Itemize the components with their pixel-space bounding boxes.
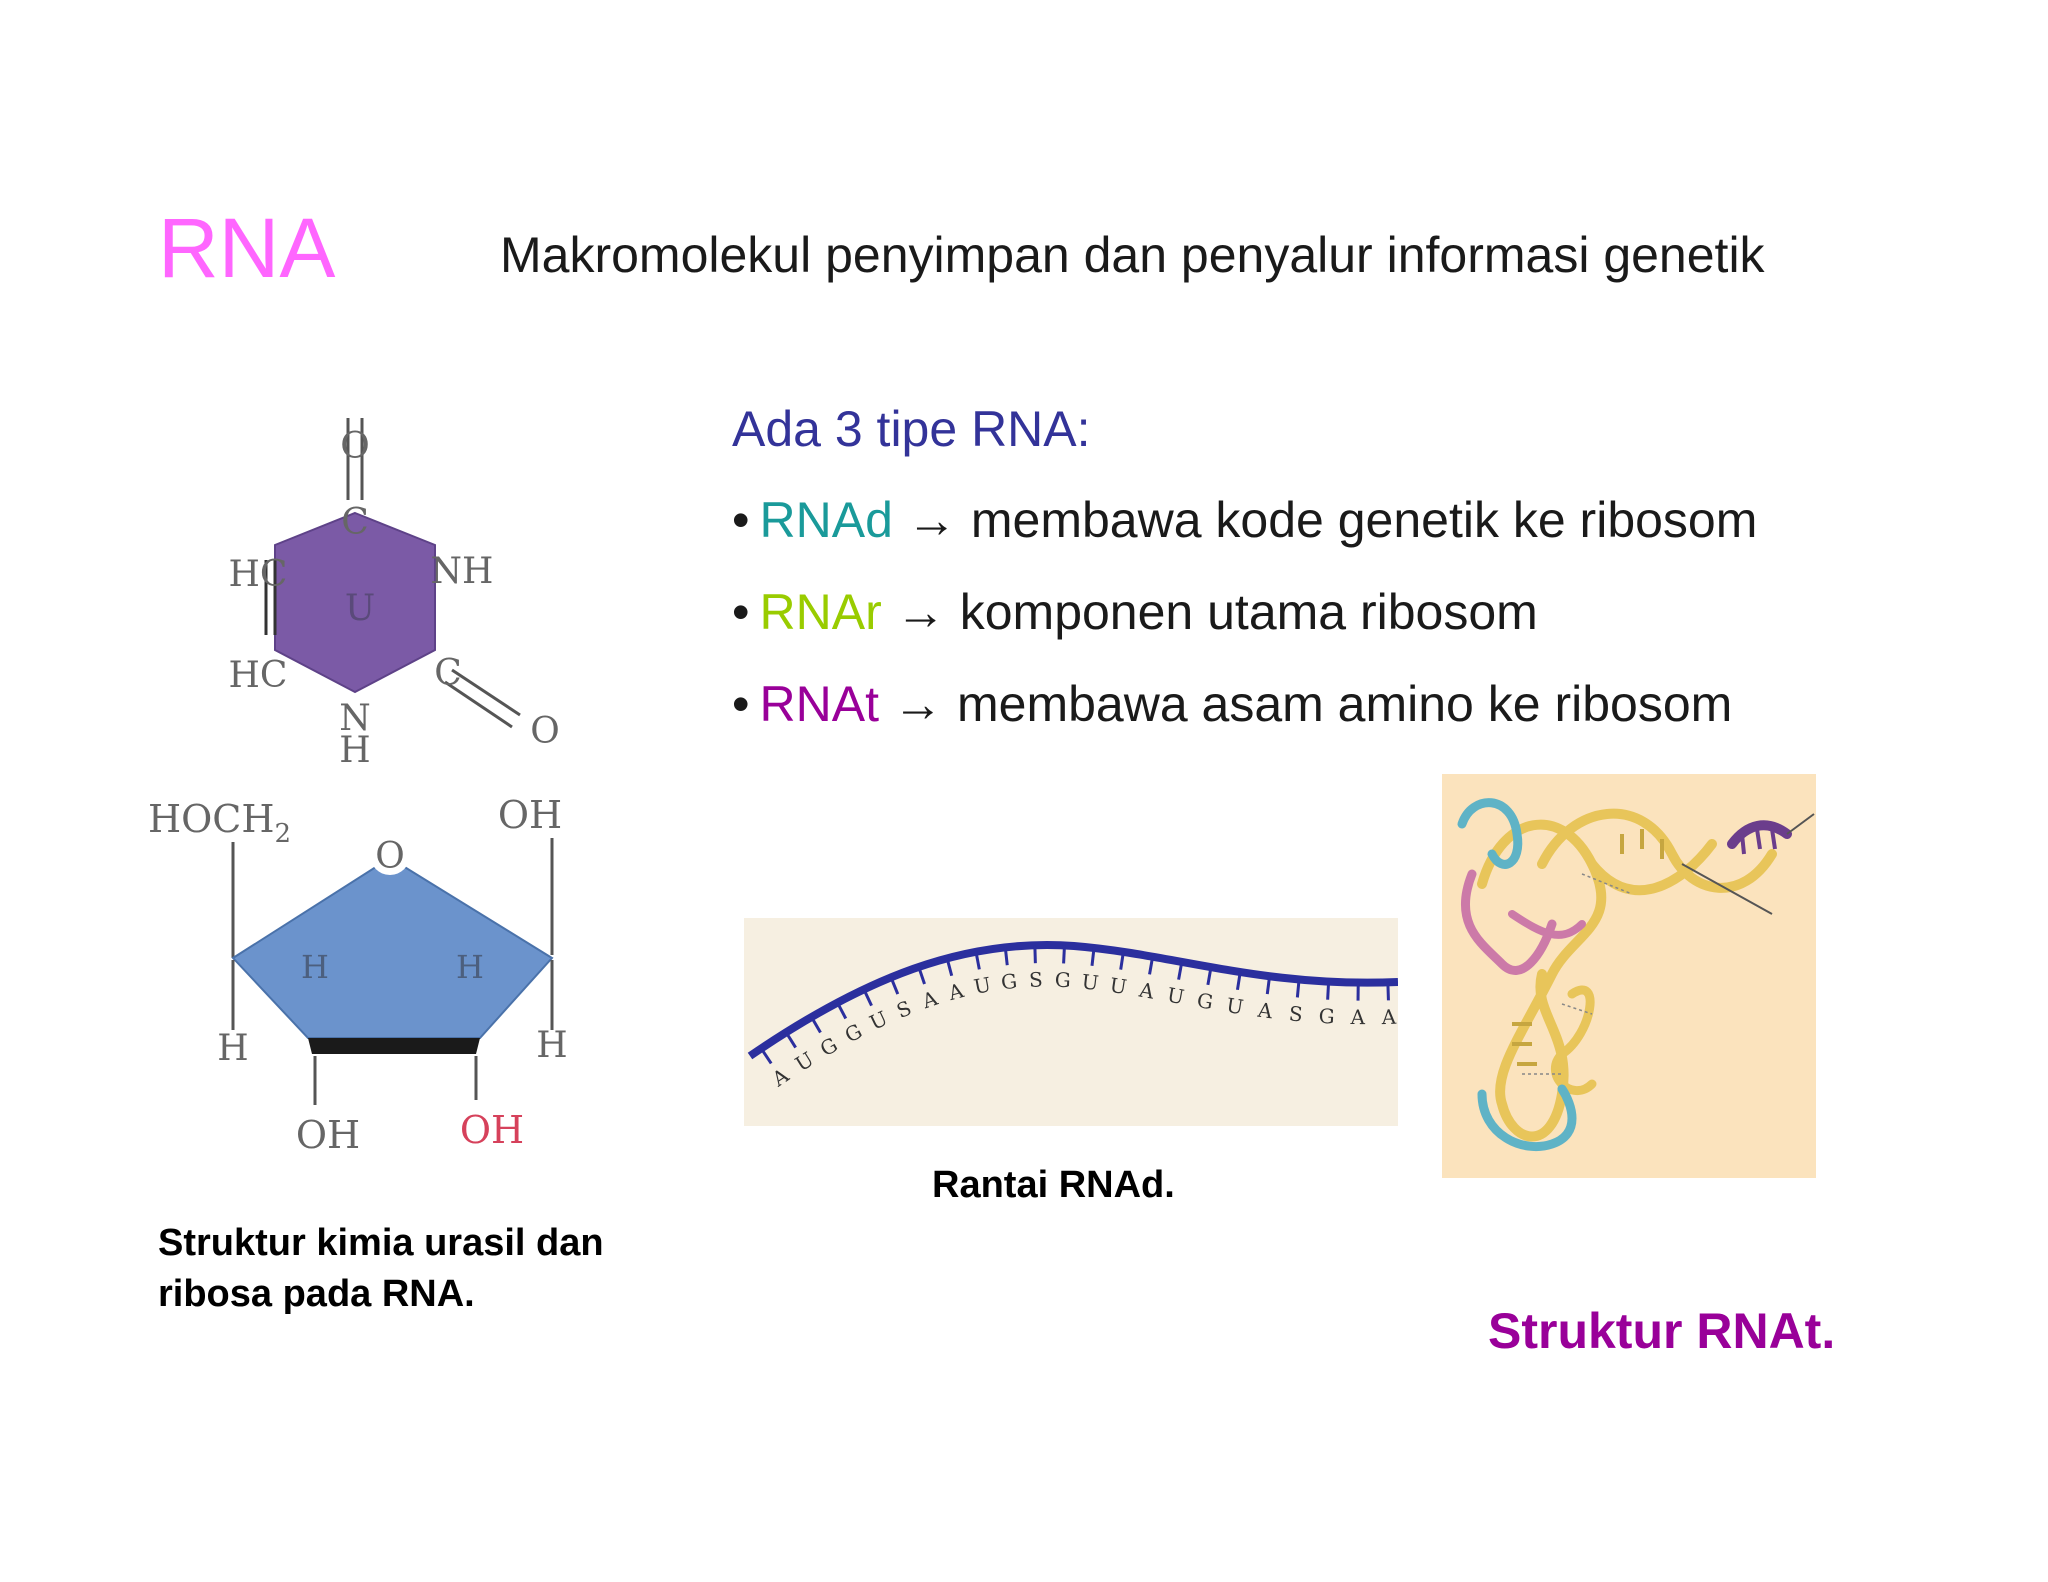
mrna-base-tick (974, 951, 981, 970)
bullet-dot: • (732, 584, 750, 640)
hoch2-label: HOCH2 (148, 797, 291, 849)
atom-n-bottom: N (339, 698, 371, 739)
rna-type-name: RNAr (759, 584, 882, 640)
mrna-base-tick (1295, 979, 1301, 998)
h-left: H (217, 1028, 248, 1069)
caption-mrna: Rantai RNAd. (932, 1164, 1175, 1206)
bullet-dot: • (732, 492, 750, 548)
mrna-base-tick (784, 1031, 797, 1049)
atom-hc-2: HC (229, 655, 288, 696)
mrna-base-tick (1206, 966, 1213, 986)
mrna-base-tick (1177, 961, 1184, 980)
atom-o-right: O (530, 711, 560, 752)
mrna-base-letter: G (1318, 1004, 1335, 1029)
mrna-base-tick (945, 957, 954, 977)
mrna-base-letter: S (1288, 1001, 1304, 1026)
mrna-base-tick (1090, 947, 1096, 966)
atom-h-bottom: H (339, 730, 370, 771)
oh-bottom-1: OH (296, 1113, 360, 1157)
mrna-base-tick (1119, 951, 1125, 970)
mrna-base-tick (810, 1016, 822, 1034)
mrna-base-letter: G (1054, 968, 1071, 993)
atom-hc-1: HC (229, 554, 288, 595)
trna-background (1442, 774, 1816, 1178)
rna-type-description: membawa kode genetik ke ribosom (970, 492, 1758, 548)
rna-type-description: membawa asam amino ke ribosom (956, 676, 1733, 732)
mrna-base-letter: U (1165, 983, 1186, 1010)
rna-type-item-rnad: •RNAd→membawa kode genetik ke ribosom (732, 493, 1757, 548)
mrna-base-letter: A (1380, 1005, 1397, 1029)
arrow-icon: → (895, 584, 946, 640)
mrna-base-letter: U (972, 972, 993, 999)
uracil-ribose-diagram: O C HC NH U HC C O N H HOCH2 OH O H H H … (148, 418, 568, 1157)
mrna-base-tick (1235, 971, 1242, 991)
mrna-base-tick (1062, 945, 1066, 964)
atom-c-top: C (341, 502, 369, 543)
mrna-base-letter: G (1000, 969, 1019, 995)
mrna-base-tick (889, 976, 900, 995)
mrna-base-tick (1265, 976, 1272, 995)
bullet-dot: • (732, 676, 750, 732)
atom-o-top: O (340, 426, 370, 467)
arrow-icon: → (892, 676, 943, 732)
slide-subtitle: Makromolekul penyimpan dan penyalur info… (500, 227, 1765, 283)
caption-uracil-ribose: Struktur kimia urasil dan ribosa pada RN… (158, 1222, 604, 1316)
mrna-base-tick (759, 1047, 773, 1065)
mrna-base-letter: U (1080, 969, 1099, 995)
oh-bottom-2: OH (460, 1108, 524, 1152)
ring-oxygen: O (375, 836, 405, 877)
mrna-background (744, 918, 1398, 1126)
mrna-base-tick (1148, 956, 1155, 975)
mrna-base-letter: A (945, 978, 967, 1005)
mrna-base-tick (917, 966, 926, 985)
ribose-ring (231, 856, 554, 1039)
mrna-base-tick (836, 1001, 848, 1020)
mrna-base-letter: A (1255, 997, 1274, 1023)
mrna-base-tick (1326, 981, 1331, 1000)
rna-type-name: RNAt (759, 676, 879, 732)
mrna-base-letter: U (1108, 973, 1128, 999)
rna-type-item-rnar: •RNAr→komponen utama ribosom (732, 585, 1538, 640)
uracil-ring (274, 511, 436, 694)
mrna-backbone (747, 941, 1398, 1060)
uracil-ring-label: U (345, 588, 375, 629)
rna-type-description: komponen utama ribosom (959, 584, 1538, 640)
slide-title: RNA (158, 201, 336, 295)
mrna-base-letter: A (1349, 1005, 1365, 1029)
rna-types-heading: Ada 3 tipe RNA: (732, 401, 1091, 457)
arrow-icon: → (906, 492, 957, 548)
trna-structure-illustration (1442, 774, 1816, 1178)
rna-type-item-rnat: •RNAt→membawa asam amino ke ribosom (732, 677, 1732, 732)
rna-type-name: RNAd (759, 492, 893, 548)
mrna-base-letter: G (1195, 988, 1215, 1014)
mrna-base-tick (1033, 945, 1037, 964)
oh-top-label: OH (498, 793, 562, 837)
mrna-base-letter: A (1137, 977, 1157, 1003)
inner-h-1: H (301, 948, 329, 986)
mrna-base-tick (1386, 982, 1390, 1001)
atom-nh: NH (431, 551, 494, 592)
caption-trna: Struktur RNAt. (1488, 1303, 1836, 1359)
mrna-base-tick (862, 988, 873, 1007)
atom-c-right: C (434, 653, 462, 694)
h-right: H (536, 1025, 567, 1066)
mrna-base-tick (1003, 947, 1009, 966)
mrna-base-letter: U (1225, 993, 1245, 1019)
inner-h-2: H (456, 948, 484, 986)
mrna-base-letter: S (1029, 967, 1043, 991)
